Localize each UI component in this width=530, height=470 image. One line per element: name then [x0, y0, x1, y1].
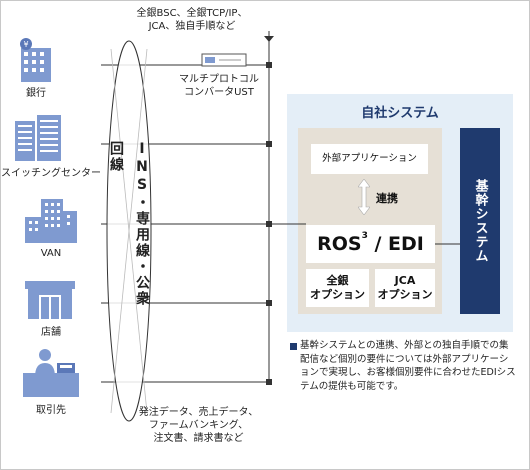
- ros-edi-box: ROS3 / EDI: [306, 225, 435, 263]
- store-icon: [25, 281, 75, 319]
- jca-option-box: JCA オプション: [375, 269, 435, 307]
- description-bullet-icon: [290, 343, 297, 350]
- bottom-note: 発注データ、売上データ、 ファームバンキング、 注文書、請求書など: [111, 406, 286, 445]
- link-arrow-icon: [358, 179, 370, 215]
- link-label: 連携: [376, 192, 398, 205]
- top-note-line1: 全銀BSC、全銀TCP/IP、: [136, 8, 248, 19]
- endpoint-label-bank: 銀行: [26, 88, 46, 99]
- zengin-option-line2: オプション: [310, 288, 365, 301]
- endpoint-label-switching: スイッチングセンター: [1, 168, 101, 179]
- external-app-label: 外部アプリケーション: [322, 153, 417, 164]
- converter-device-icon: [201, 53, 247, 67]
- server-building-icon: [15, 115, 61, 161]
- bank-icon: ¥: [20, 38, 51, 82]
- core-system-box: [460, 128, 500, 314]
- converter-label: マルチプロトコル コンバータUST: [169, 73, 269, 99]
- jca-option-line2: オプション: [377, 288, 433, 301]
- endpoint-label-van: VAN: [40, 248, 62, 259]
- person-desk-icon: [23, 349, 79, 397]
- bottom-note-line3: 注文書、請求書など: [153, 433, 244, 444]
- endpoint-label-partner: 取引先: [36, 405, 66, 416]
- description-text: 基幹システムとの連携、外部との独自手順での集配信など個別の要件については外部アプ…: [300, 340, 516, 392]
- external-app-box: 外部アプリケーション: [311, 144, 428, 174]
- converter-label-line2: コンバータUST: [184, 87, 254, 98]
- converter-label-line1: マルチプロトコル: [179, 74, 259, 85]
- svg-text:¥: ¥: [23, 40, 28, 49]
- zengin-option-box: 全銀 オプション: [306, 269, 369, 307]
- bottom-note-line1: 発注データ、売上データ、: [138, 407, 259, 418]
- product-name: ROS: [317, 233, 362, 255]
- product-suffix: / EDI: [374, 233, 424, 255]
- company-system-title: 自社システム: [361, 106, 439, 121]
- office-buildings-icon: [25, 199, 77, 243]
- bottom-note-line2: ファームバンキング、: [148, 420, 249, 431]
- top-note-line2: JCA、独自手順など: [148, 21, 236, 32]
- zengin-option-line1: 全銀: [326, 274, 349, 287]
- core-system-label: 基幹システム: [472, 179, 488, 263]
- network-label: INS・専用線・公衆回線: [108, 141, 150, 307]
- endpoint-label-store: 店舗: [41, 327, 61, 338]
- jca-option-line1: JCA: [394, 274, 416, 287]
- top-note: 全銀BSC、全銀TCP/IP、 JCA、独自手順など: [111, 7, 273, 33]
- product-superscript: 3: [361, 231, 368, 241]
